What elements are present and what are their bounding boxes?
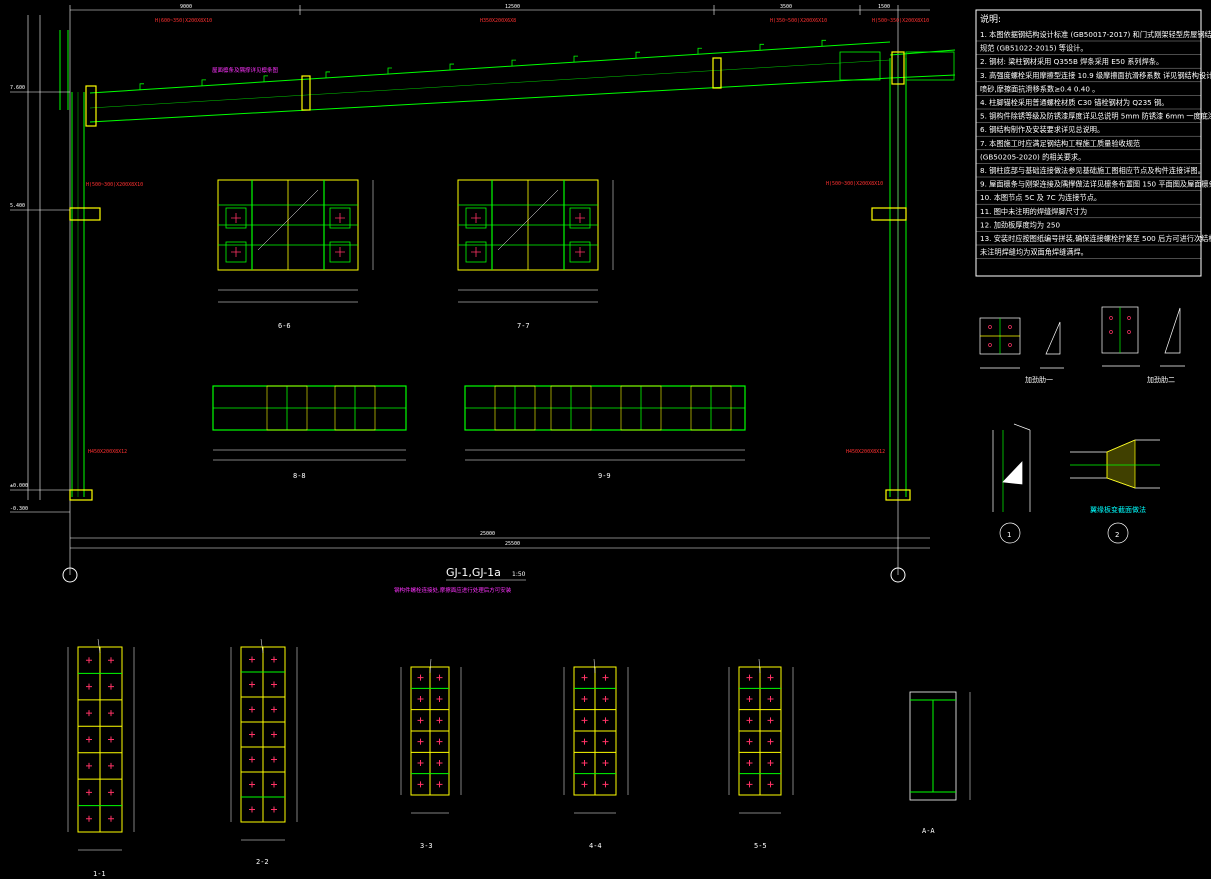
- column-section-drawing: [230, 638, 298, 841]
- section-label-8: 8-8: [293, 472, 306, 480]
- note-line: 3. 高强度螺栓采用摩擦型连接 10.9 级摩擦面抗滑移系数 详见钢结构设计总说…: [980, 71, 1211, 80]
- section-label-7: 7-7: [517, 322, 530, 330]
- callout-col-left-bot: H450X200X8X12: [88, 449, 127, 455]
- frame-elevation: 9000 12500 3500 1500 25000 25500: [10, 4, 956, 594]
- purlin-cleat: [511, 59, 516, 67]
- section-label-5: 5-5: [754, 842, 767, 850]
- note-line: 4. 柱脚锚栓采用普通螺栓材质 C30 锚栓钢材为 Q235 钢。: [980, 98, 1168, 107]
- callout-beam-far: H(500~350)X200X8X10: [872, 18, 929, 24]
- section-label-a: A-A: [922, 827, 935, 835]
- callout-beam-left: H(600~350)X200X8X10: [155, 18, 212, 24]
- beam-section-drawing: [464, 385, 746, 461]
- callout-brace: 屋面檩条及隅撑详见檩条图: [212, 66, 279, 74]
- stiffener-detail-2: [1101, 306, 1185, 367]
- note-line: 7. 本图施工时应满足钢结构工程施工质量验收规范: [980, 139, 1140, 148]
- drawing-title: GJ-1,GJ-1a: [446, 566, 501, 579]
- purlin-cleat: [449, 63, 454, 71]
- detail-1-number: 1: [1007, 531, 1011, 539]
- notes-heading: 说明:: [980, 13, 1001, 25]
- note-line: 8. 钢柱底部与基础连接做法参见基础施工图相应节点及构件连接详图。: [980, 166, 1205, 175]
- bottom-sections: [67, 638, 971, 851]
- purlin-cleat: [635, 51, 640, 59]
- elev-base: -0.300: [10, 506, 28, 512]
- dim-left: 9000: [180, 4, 192, 10]
- callout-beam-right: H(350~500)X200X6X10: [770, 18, 827, 24]
- beam-section-drawing: [212, 385, 407, 461]
- note-line: 13. 安装时应按图纸编号拼装,确保连接螺栓拧紧至 500 后方可进行次结构安装: [980, 234, 1211, 243]
- column-section-drawing: [67, 638, 135, 851]
- column-section-drawing: [563, 658, 629, 814]
- section-label-2: 2-2: [256, 858, 269, 866]
- purlin-cleat: [201, 79, 206, 86]
- note-line: 10. 本图节点 5C 及 7C 为连接节点。: [980, 193, 1101, 202]
- column-section-drawing: [728, 658, 794, 814]
- note-line: 喷砂,摩擦面抗滑移系数≥0.4 0.40 。: [980, 84, 1099, 93]
- dim-span: 25000: [480, 531, 495, 537]
- node-section-drawing: [217, 179, 374, 303]
- note-line: 11. 图中未注明的焊缝焊脚尺寸为: [980, 207, 1087, 216]
- column-section-drawing: [400, 658, 462, 814]
- note-line: 2. 钢材: 梁柱钢材采用 Q355B 焊条采用 E50 系列焊条。: [980, 57, 1163, 66]
- elev-ground: ±0.000: [10, 483, 28, 489]
- weld-detail-1: [992, 423, 1031, 544]
- note-line: 未注明焊缝均为双面角焊缝满焊。: [980, 248, 1088, 257]
- dim-total: 25500: [505, 541, 520, 547]
- elev-crane: 5.400: [10, 203, 25, 209]
- node-section-drawing: [457, 179, 614, 303]
- notes-lines: 1. 本图依据钢结构设计标准 (GB50017-2017) 和门式刚架轻型房屋钢…: [976, 30, 1211, 259]
- purlin-cleat: [573, 55, 578, 63]
- purlin-cleat: [139, 83, 144, 90]
- purlin-cleat: [697, 47, 702, 55]
- note-line: (GB50205-2020) 的相关要求。: [980, 152, 1085, 161]
- callout-col-left-top: H(500~300)X200X8X10: [86, 182, 143, 188]
- section-a-drawing: [909, 691, 971, 801]
- purlin-cleat: [325, 71, 330, 78]
- elev-eave: 7.600: [10, 85, 25, 91]
- note-line: 9. 屋面檩条与刚架连接及隅撑做法详见檩条布置图 150 平面图及屋面檩条详图 …: [980, 180, 1211, 189]
- callout-col-right-top: H(500~300)X200X8X10: [826, 181, 883, 187]
- drawing-scale: 1:50: [512, 571, 526, 578]
- section-label-9: 9-9: [598, 472, 611, 480]
- section-label-6: 6-6: [278, 322, 291, 330]
- purlin-cleat: [821, 39, 826, 47]
- purlin-cleat: [263, 75, 268, 82]
- note-line: 1. 本图依据钢结构设计标准 (GB50017-2017) 和门式刚架轻型房屋钢…: [980, 30, 1211, 39]
- callout-beam-mid: H350X200X6X8: [480, 18, 516, 24]
- beam-sections: [212, 385, 746, 461]
- flange-transition-detail: [1070, 439, 1160, 544]
- stiffener-detail-1: [979, 317, 1064, 369]
- drawing-subtitle: 钢构件螺栓连接处,摩擦面应进行处理后方可安装: [394, 586, 512, 594]
- note-line: 5. 钢构件除锈等级及防锈漆厚度详见总说明 5mm 防锈漆 6mm 一度底漆。: [980, 112, 1211, 121]
- purlin-cleat: [759, 43, 764, 51]
- note-line: 12. 加劲板厚度均为 250: [980, 220, 1060, 229]
- transition-caption: 翼缘板变截面做法: [1090, 505, 1146, 514]
- section-label-4: 4-4: [589, 842, 602, 850]
- stiffener-1-label: 加劲肋一: [1025, 375, 1053, 384]
- detail-2-number: 2: [1115, 531, 1119, 539]
- purlin-cleat: [387, 67, 392, 75]
- section-label-1: 1-1: [93, 870, 106, 878]
- design-notes-box: 说明: 1. 本图依据钢结构设计标准 (GB50017-2017) 和门式刚架轻…: [975, 9, 1211, 277]
- note-line: 6. 钢结构制作及安装要求详见总说明。: [980, 125, 1104, 134]
- stiffener-2-label: 加劲肋二: [1147, 375, 1175, 384]
- dim-mid: 12500: [505, 4, 520, 10]
- dim-right: 3500: [780, 4, 792, 10]
- dim-far: 1500: [878, 4, 890, 10]
- node-sections: [217, 179, 614, 303]
- section-label-3: 3-3: [420, 842, 433, 850]
- callout-col-right-bot: H450X200X8X12: [846, 449, 885, 455]
- note-line: 规范 (GB51022-2015) 等设计。: [980, 44, 1088, 53]
